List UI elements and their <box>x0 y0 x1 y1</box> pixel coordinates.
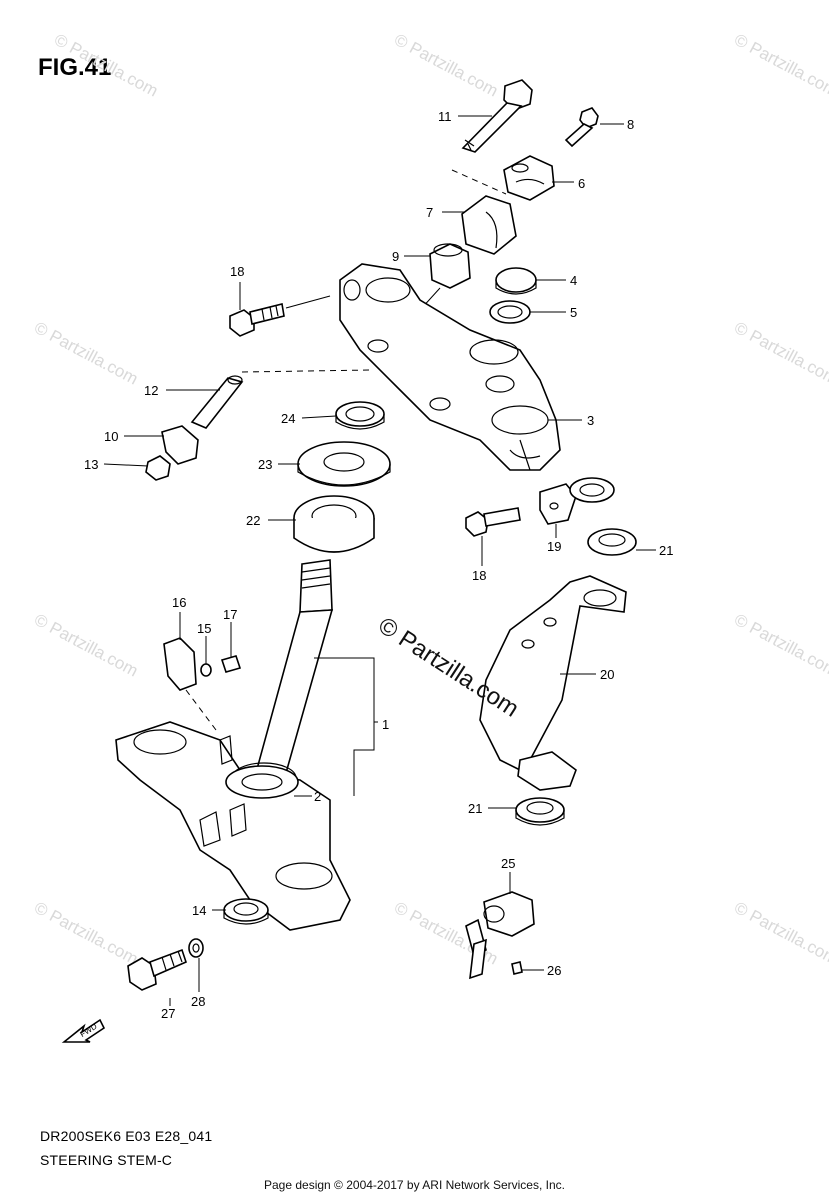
callout-8: 8 <box>627 117 634 132</box>
part-16-clamp <box>163 637 197 691</box>
callout-21-upper: 21 <box>659 543 673 558</box>
callout-18-lower: 18 <box>472 568 486 583</box>
part-1-steering-stem <box>115 559 351 931</box>
part-25-ignition-switch <box>465 891 535 980</box>
part-18-bolt-upper <box>229 303 285 337</box>
part-15-washer <box>200 663 212 677</box>
callout-11: 11 <box>438 109 452 124</box>
part-4-cap <box>495 267 537 295</box>
callout-9: 9 <box>392 249 399 264</box>
callout-23: 23 <box>258 457 272 472</box>
part-9-cushion <box>429 243 471 289</box>
part-17-bolt <box>220 655 242 673</box>
callout-15: 15 <box>197 621 211 636</box>
callout-19: 19 <box>547 539 561 554</box>
callout-6: 6 <box>578 176 585 191</box>
part-20-bracket <box>479 575 627 791</box>
callout-26: 26 <box>547 963 561 978</box>
part-21-grommet-upper <box>569 477 615 503</box>
part-3-upper-bracket <box>339 263 561 471</box>
part-7-clamp-lower <box>461 195 517 255</box>
callout-28: 28 <box>191 994 205 1009</box>
callout-2: 2 <box>314 789 321 804</box>
part-12-pipe <box>190 375 244 429</box>
part-2-bearing <box>225 765 299 799</box>
part-22-bearing <box>293 495 375 553</box>
callout-5: 5 <box>570 305 577 320</box>
part-21-grommet-lower <box>515 797 565 826</box>
callout-7: 7 <box>426 205 433 220</box>
part-21-grommet-mid <box>587 528 637 556</box>
callout-25: 25 <box>501 856 515 871</box>
part-10-cushion <box>161 425 199 465</box>
callout-3: 3 <box>587 413 594 428</box>
part-26-screw <box>511 961 523 975</box>
page-footer: Page design © 2004-2017 by ARI Network S… <box>263 1178 565 1192</box>
callout-18-upper: 18 <box>230 264 244 279</box>
part-27-bolt <box>127 948 187 991</box>
part-11-bolt <box>461 79 533 153</box>
part-19-clamp <box>539 483 577 525</box>
callout-16: 16 <box>172 595 186 610</box>
callout-1: 1 <box>382 717 389 732</box>
callout-12: 12 <box>144 383 158 398</box>
part-23-seal <box>297 441 391 487</box>
part-8-bolt <box>564 107 599 148</box>
callout-10: 10 <box>104 429 118 444</box>
figure-title: FIG.41 <box>38 54 112 81</box>
callout-24: 24 <box>281 411 295 426</box>
part-28-washer <box>188 938 204 958</box>
figure-subtitle: STEERING STEM-C <box>40 1152 173 1168</box>
part-14-grommet <box>223 898 269 925</box>
part-13-nut <box>145 455 171 481</box>
callout-21-lower: 21 <box>468 801 482 816</box>
callout-20: 20 <box>600 667 614 682</box>
part-6-clamp-upper <box>503 155 555 201</box>
part-24-locknut <box>335 401 385 430</box>
callout-27: 27 <box>161 1006 175 1021</box>
callout-17: 17 <box>223 607 237 622</box>
part-18-bolt-lower <box>465 507 521 537</box>
callout-22: 22 <box>246 513 260 528</box>
part-5-ring <box>489 300 531 324</box>
model-code: DR200SEK6 E03 E28_041 <box>40 1128 213 1144</box>
callout-13: 13 <box>84 457 98 472</box>
callout-4: 4 <box>570 273 577 288</box>
fwd-arrow-icon: FWD <box>61 1018 106 1043</box>
callout-14: 14 <box>192 903 206 918</box>
